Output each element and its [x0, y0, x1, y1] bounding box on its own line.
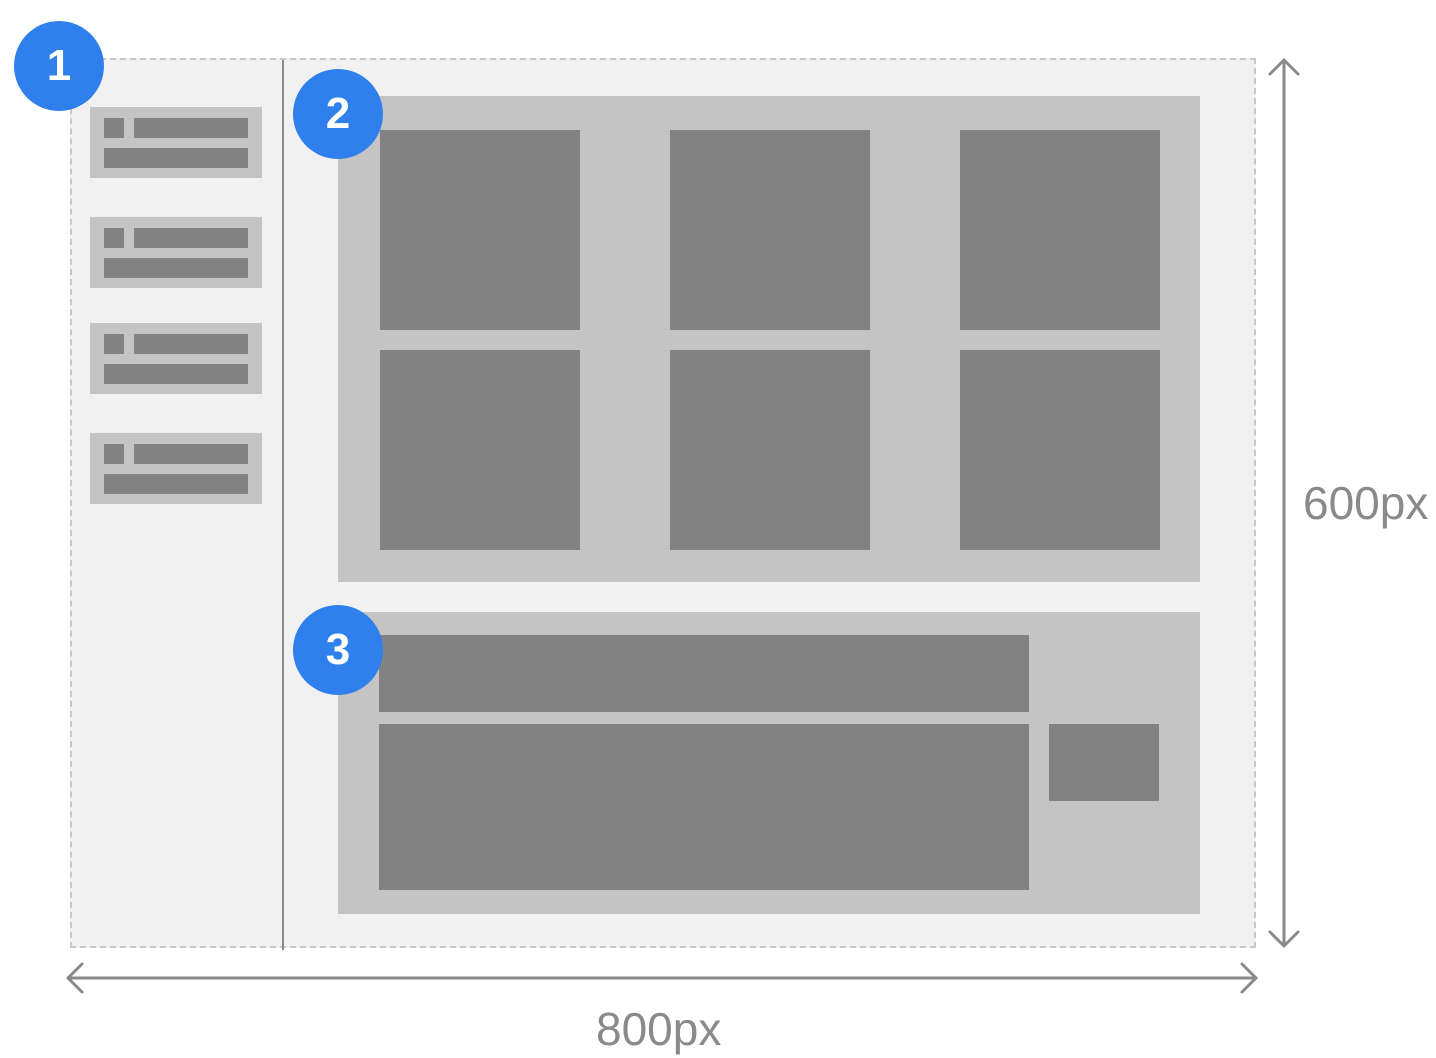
sidebar-item-icon-placeholder: [104, 228, 124, 248]
sidebar-item-icon-placeholder: [104, 334, 124, 354]
detail-header-placeholder: [379, 635, 1029, 712]
detail-body-placeholder: [379, 724, 1029, 890]
grid-tile-placeholder: [380, 350, 580, 550]
height-dimension-label: 600px: [1303, 477, 1429, 529]
sidebar-divider: [282, 60, 284, 950]
sidebar-item-text-placeholder: [104, 258, 248, 278]
height-arrow-bottom: [1268, 930, 1300, 948]
sidebar-item-text-placeholder: [104, 364, 248, 384]
detail-side-placeholder: [1049, 724, 1159, 801]
grid-tile-placeholder: [670, 130, 870, 330]
badge-sidebar: 1: [14, 21, 104, 111]
badge-detail-section: 3: [293, 605, 383, 695]
sidebar-item-placeholder: [90, 433, 262, 504]
grid-tile-placeholder: [960, 350, 1160, 550]
sidebar-item-placeholder: [90, 107, 262, 178]
sidebar-item-text-placeholder: [104, 148, 248, 168]
sidebar-item-title-placeholder: [134, 118, 248, 138]
width-dimension-label: 800px: [596, 1003, 722, 1055]
badge-content-grid: 2: [293, 69, 383, 159]
sidebar-item-title-placeholder: [134, 334, 248, 354]
grid-tile-placeholder: [380, 130, 580, 330]
grid-tile-placeholder: [670, 350, 870, 550]
sidebar-item-title-placeholder: [134, 228, 248, 248]
sidebar-item-text-placeholder: [104, 474, 248, 494]
sidebar-item-placeholder: [90, 217, 262, 288]
sidebar-item-title-placeholder: [134, 444, 248, 464]
sidebar-item-icon-placeholder: [104, 444, 124, 464]
width-arrow-right: [1240, 962, 1258, 994]
sidebar-item-placeholder: [90, 323, 262, 394]
height-arrow-top: [1268, 58, 1300, 76]
width-arrow-left: [66, 962, 84, 994]
sidebar-item-icon-placeholder: [104, 118, 124, 138]
grid-tile-placeholder: [960, 130, 1160, 330]
